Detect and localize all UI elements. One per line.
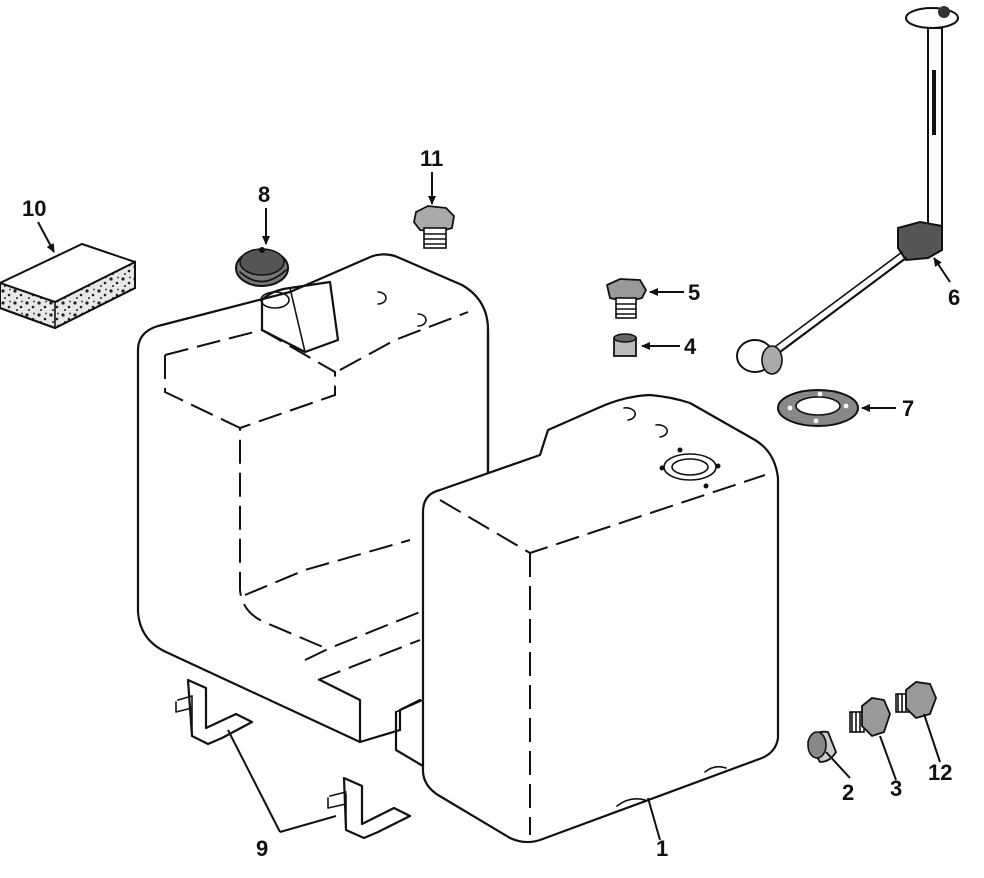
- mounting-bracket-upper: [175, 678, 254, 746]
- gasket: [777, 389, 859, 427]
- callout-2: 2: [842, 780, 854, 805]
- callout-6: 6: [948, 285, 960, 310]
- callout-7: 7: [902, 396, 914, 421]
- callout-3: 3: [890, 776, 902, 801]
- fuel-sender: [736, 6, 959, 375]
- callout-1: 1: [656, 836, 668, 861]
- callout-5: 5: [688, 280, 700, 305]
- bushing: [613, 333, 637, 357]
- mounting-bracket-lower: [327, 776, 412, 840]
- main-tank-front: [394, 393, 780, 844]
- callout-12: 12: [928, 760, 952, 785]
- saddle-tank-rear: [136, 253, 490, 744]
- callout-10: 10: [22, 196, 46, 221]
- drain-plug: [413, 205, 455, 249]
- foam-pad: [0, 242, 136, 330]
- callout-11: 11: [420, 146, 443, 171]
- elbow-fitting: [895, 681, 937, 720]
- callout-8: 8: [258, 182, 270, 207]
- filler-cap: [235, 247, 289, 287]
- callout-9: 9: [256, 836, 268, 861]
- adapter-fitting: [849, 697, 891, 738]
- leader-lines: [37, 172, 951, 841]
- callout-4: 4: [684, 334, 697, 359]
- bolt: [605, 278, 648, 319]
